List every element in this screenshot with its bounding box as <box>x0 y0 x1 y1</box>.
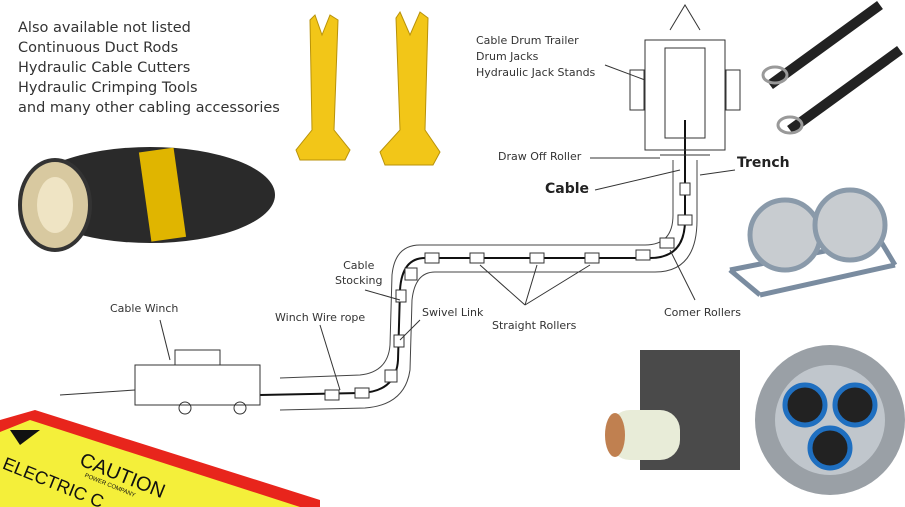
drum-trailer-label: Cable Drum Trailer Drum Jacks Hydraulic … <box>476 33 595 81</box>
label-line: Drum Jacks <box>476 50 539 63</box>
jack-stand-image <box>295 10 441 166</box>
cable-clamp-image <box>605 350 740 470</box>
cable-grip-image <box>761 0 903 135</box>
cable-stocking-label: Cable Stocking <box>335 258 382 288</box>
straight-rollers-label: Straight Rollers <box>492 319 577 332</box>
list-item: and many other cabling accessories <box>18 100 280 116</box>
caution-tape-image: CAUTION POWER COMPANY ELECTRIC C <box>0 410 320 507</box>
cable-line <box>259 120 686 396</box>
winch-wire-rope-label: Winch Wire rope <box>275 311 366 324</box>
label-line: Cable Drum Trailer <box>476 34 579 47</box>
list-item: Hydraulic Cable Cutters <box>18 60 191 76</box>
cable-label: Cable <box>545 181 590 197</box>
list-heading: Also available not listed <box>18 20 191 36</box>
accessories-list: Also available not listed Continuous Duc… <box>18 18 280 118</box>
swivel-link-label: Swivel Link <box>422 306 484 319</box>
leader-lines <box>159 64 736 391</box>
label-line: Cable <box>343 259 375 272</box>
trench-label: Trench <box>737 155 790 171</box>
list-item: Continuous Duct Rods <box>18 40 179 56</box>
trench-outline <box>279 160 698 411</box>
corner-rollers-label: Comer Rollers <box>664 306 741 319</box>
transit-seal-image <box>755 345 905 495</box>
cable-stocking-coil-image <box>18 147 275 252</box>
cable-winch-drawing <box>59 349 261 415</box>
rollers <box>324 182 693 401</box>
cable-drum-trailer <box>629 4 741 156</box>
roller-frame-image <box>728 187 898 298</box>
cable-winch-label: Cable Winch <box>110 302 179 315</box>
draw-off-roller-label: Draw Off Roller <box>498 150 582 163</box>
list-item: Hydraulic Crimping Tools <box>18 80 198 96</box>
lightning-icon <box>10 430 40 445</box>
label-line: Hydraulic Jack Stands <box>476 66 596 79</box>
label-line: Stocking <box>335 274 383 287</box>
